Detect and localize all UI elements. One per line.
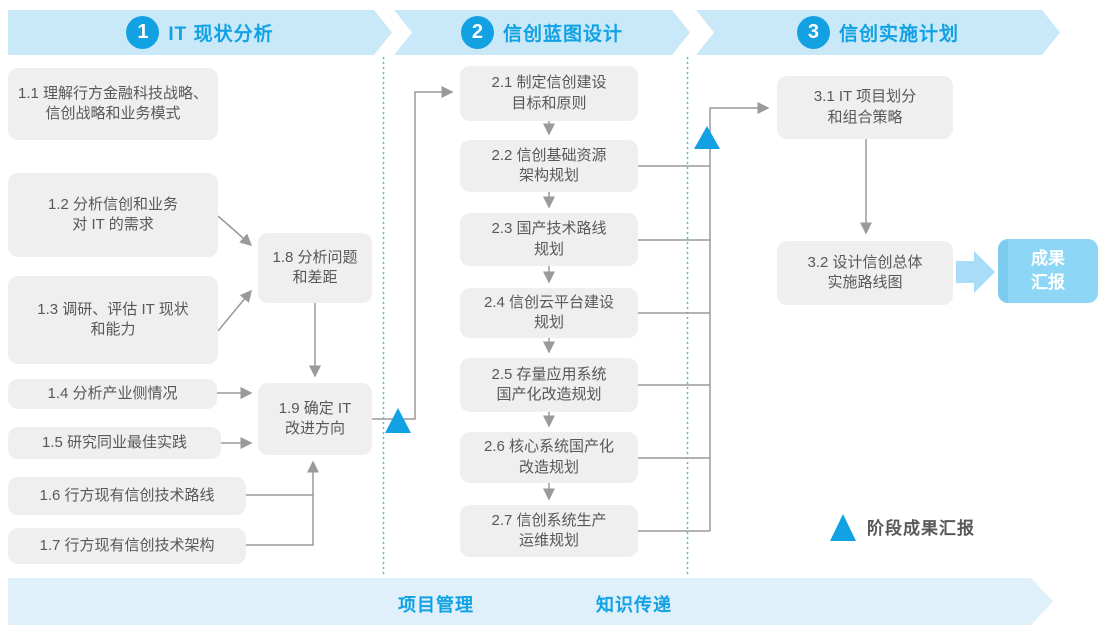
project-management-label: 项目管理 [398,595,474,615]
phase-2-title: 信创蓝图设计 [502,24,623,45]
connector-1-7-to-1-9 [246,460,319,546]
step-box-1-9: 1.9 确定 IT 改进方向 [258,383,372,455]
connector-1-2-to-1-8 [217,215,253,246]
result-report-box: 成果 汇报 [998,239,1098,303]
collector-horizontals [638,165,710,532]
step-box-1-5: 1.5 研究同业最佳实践 [8,427,221,459]
stage-report-triangle-icon [830,514,856,541]
step-box-3-1: 3.1 IT 项目划分 和组合策略 [777,76,953,139]
step-box-2-2: 2.2 信创基础资源 架构规划 [460,140,638,192]
phase-3-number-badge: 3 [797,16,830,49]
step-box-2-4: 2.4 信创云平台建设 规划 [460,288,638,338]
phase-1-band: 1 IT 现状分析 [8,10,392,55]
phase-1-title: IT 现状分析 [168,24,274,45]
legend: 阶段成果汇报 [830,514,975,541]
connector-1-3-to-1-8 [217,289,252,332]
step-box-2-3: 2.3 国产技术路线 规划 [460,213,638,266]
step-box-2-1: 2.1 制定信创建设 目标和原则 [460,66,638,121]
step-box-1-1: 1.1 理解行方金融科技战略、 信创战略和业务模式 [8,68,218,140]
collector-to-3-1 [709,102,770,531]
stage-report-triangle-1 [385,408,411,433]
step-box-1-3: 1.3 调研、评估 IT 现状 和能力 [8,276,218,364]
step-box-1-7: 1.7 行方现有信创技术架构 [8,528,246,564]
step-box-2-6: 2.6 核心系统国产化 改造规划 [460,432,638,483]
step-box-2-5: 2.5 存量应用系统 国产化改造规划 [460,358,638,412]
step-box-2-7: 2.7 信创系统生产 运维规划 [460,505,638,557]
knowledge-transfer-label: 知识传递 [596,595,672,615]
stage-report-triangle-2 [694,126,720,149]
step-box-1-2: 1.2 分析信创和业务 对 IT 的需求 [8,173,218,257]
legend-label: 阶段成果汇报 [867,519,975,538]
step-box-3-2: 3.2 设计信创总体 实施路线图 [777,241,953,305]
phase-2-number-badge: 2 [461,16,494,49]
step-box-1-8: 1.8 分析问题 和差距 [258,233,372,303]
connector-1-9-to-2-1 [372,86,454,420]
phase-2-band: 2 信创蓝图设计 [394,10,690,55]
phase-3-title: 信创实施计划 [838,24,959,45]
phase-1-number-badge: 1 [126,16,159,49]
step-box-1-4: 1.4 分析产业侧情况 [8,379,217,409]
thick-arrow-to-result [956,251,995,293]
step-box-1-6: 1.6 行方现有信创技术路线 [8,477,246,515]
phase-3-band: 3 信创实施计划 [696,10,1060,55]
bottom-band [8,578,1053,625]
